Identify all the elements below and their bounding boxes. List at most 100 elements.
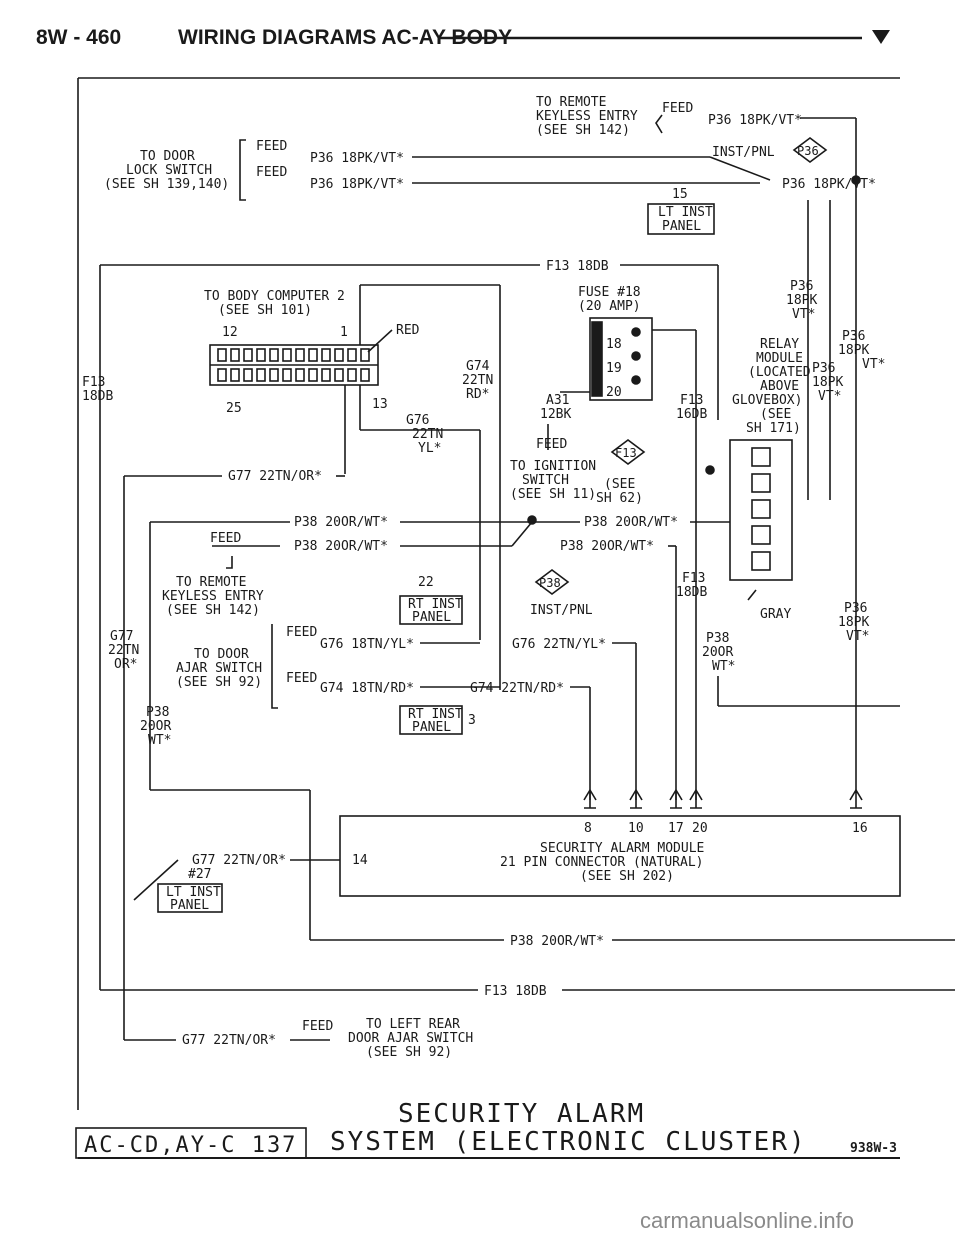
inst-pnl-label-2: INST/PNL (530, 603, 593, 618)
relay-cavity (751, 499, 771, 519)
svg-text:VT*: VT* (846, 629, 869, 644)
connector-cavity (243, 368, 253, 382)
module-pin-arrows (583, 788, 863, 809)
connector-cavity (282, 348, 292, 362)
svg-text:SH 171): SH 171) (746, 421, 801, 436)
svg-text:P36: P36 (812, 361, 835, 376)
code-box (75, 1127, 307, 1159)
relay-module-connector (729, 439, 793, 581)
lt-inst-panel-l1: LT INST (658, 205, 713, 220)
module-l1: SECURITY ALARM MODULE (540, 841, 704, 856)
pin-arrow (629, 788, 643, 809)
pin-15: 15 (672, 187, 688, 202)
relay-module-label: RELAY MODULE (LOCATED ABOVE GLOVEBOX) (S… (732, 337, 811, 436)
f13-16-l2: 16DB (676, 407, 707, 422)
g77-27-pin: #27 (188, 867, 211, 882)
svg-text:VT*: VT* (818, 389, 841, 404)
connector-cavity (269, 348, 279, 362)
p38-wire-d: P38 20OR/WT* (560, 539, 654, 554)
connector-cavity (360, 348, 370, 362)
relay-cavity (751, 447, 771, 467)
connector-cavity (256, 348, 266, 362)
g77-wire-label: G77 22TN/OR* (228, 469, 322, 484)
gray-leader (747, 589, 757, 601)
svg-text:P36: P36 (842, 329, 865, 344)
connector-p36-diamond (792, 137, 828, 163)
svg-text:P36: P36 (790, 279, 813, 294)
g76-l1: G76 (406, 413, 429, 428)
svg-text:TO REMOTE: TO REMOTE (536, 95, 606, 110)
pin-1: 1 (340, 325, 348, 340)
svg-text:(LOCATED: (LOCATED (748, 365, 811, 380)
f13-18db-v-l1: F13 (682, 571, 705, 586)
p38-right-l2: 20OR (702, 645, 733, 660)
wire-p36-top: P36 18PK/VT* (708, 113, 802, 128)
g76-wire-2: G76 22TN/YL* (512, 637, 606, 652)
door-lock-switch-label: TO DOOR LOCK SWITCH (SEE SH 139,140) (104, 149, 229, 192)
pin-12: 12 (222, 325, 238, 340)
svg-text:LOCK SWITCH: LOCK SWITCH (126, 163, 212, 178)
feed-g74: FEED (286, 671, 317, 686)
relay-cavity (751, 473, 771, 493)
door-ajar-l3: (SEE SH 92) (176, 675, 262, 690)
connector-cavity (282, 368, 292, 382)
pin-arrow (669, 788, 683, 809)
ignition-l2: SWITCH (522, 473, 569, 488)
svg-text:MODULE: MODULE (756, 351, 803, 366)
watermark: carmanualsonline.info (640, 1208, 854, 1233)
svg-text:(SEE SH 142): (SEE SH 142) (536, 123, 630, 138)
fuse-contact-3 (631, 375, 641, 385)
wire-p36-a-diagonal (709, 156, 771, 181)
connector-f13-label: F13 (615, 446, 637, 460)
wire-p36-a: P36 18PK/VT* (310, 151, 404, 166)
connector-cavity (347, 348, 357, 362)
wire-p36-c: P36 18PK/VT* (782, 177, 876, 192)
feed-label-p38: FEED (210, 531, 241, 546)
connector-cavity (230, 368, 240, 382)
red-label: RED (396, 323, 420, 338)
connector-cavity (321, 348, 331, 362)
p38-bottom-label: P38 20OR/WT* (510, 934, 604, 949)
p38-wire-b: P38 20OR/WT* (584, 515, 678, 530)
svg-text:VT*: VT* (862, 357, 885, 372)
connector-cavity (256, 368, 266, 382)
inst-pnl-label: INST/PNL (712, 145, 775, 160)
door-ajar-bracket (271, 624, 278, 709)
module-pin-8: 8 (584, 821, 592, 836)
connector-cavity (217, 348, 227, 362)
door-lock-bracket (239, 139, 246, 201)
feed-label: FEED (662, 101, 693, 116)
g77-vert-l1: G77 (110, 629, 133, 644)
fuse-contact-2 (631, 351, 641, 361)
pin-13: 13 (372, 397, 388, 412)
feed-label-ign: FEED (536, 437, 567, 452)
connector-cavity (321, 368, 331, 382)
rke2-l3: (SEE SH 142) (166, 603, 260, 618)
svg-text:(SEE SH 139,140): (SEE SH 139,140) (104, 177, 229, 192)
see62-l2: SH 62) (596, 491, 643, 506)
a31-l2: 12BK (540, 407, 571, 422)
fuse-l1: FUSE #18 (578, 285, 641, 300)
module-l2: 21 PIN CONNECTOR (NATURAL) (500, 855, 704, 870)
connector-cavity (308, 368, 318, 382)
lt-inst-panel-l2: PANEL (662, 219, 701, 234)
module-pin-16: 16 (852, 821, 868, 836)
f13-18db-v-l2: 18DB (676, 585, 707, 600)
remote-keyless-label: TO REMOTE KEYLESS ENTRY (SEE SH 142) (536, 95, 638, 138)
connector-cavity (269, 368, 279, 382)
rt-inst-panel-box-2 (399, 705, 463, 735)
lt-inst-panel-box-2 (157, 883, 223, 913)
pin-arrow (849, 788, 863, 809)
p38-right-l1: P38 (706, 631, 729, 646)
connector-cavity (360, 368, 370, 382)
left-rear-l1: TO LEFT REAR (366, 1017, 460, 1032)
feed-bottom: FEED (302, 1019, 333, 1034)
g74-l2: 22TN (462, 373, 493, 388)
ignition-l1: TO IGNITION (510, 459, 596, 474)
door-ajar-l2: AJAR SWITCH (176, 661, 262, 676)
connector-p36-label: P36 (797, 144, 819, 158)
fuse-pin-18: 18 (606, 337, 622, 352)
rt-inst-panel-1-l2: PANEL (412, 610, 451, 625)
f13-bottom-label: F13 18DB (484, 984, 547, 999)
f13-16-l1: F13 (680, 393, 703, 408)
